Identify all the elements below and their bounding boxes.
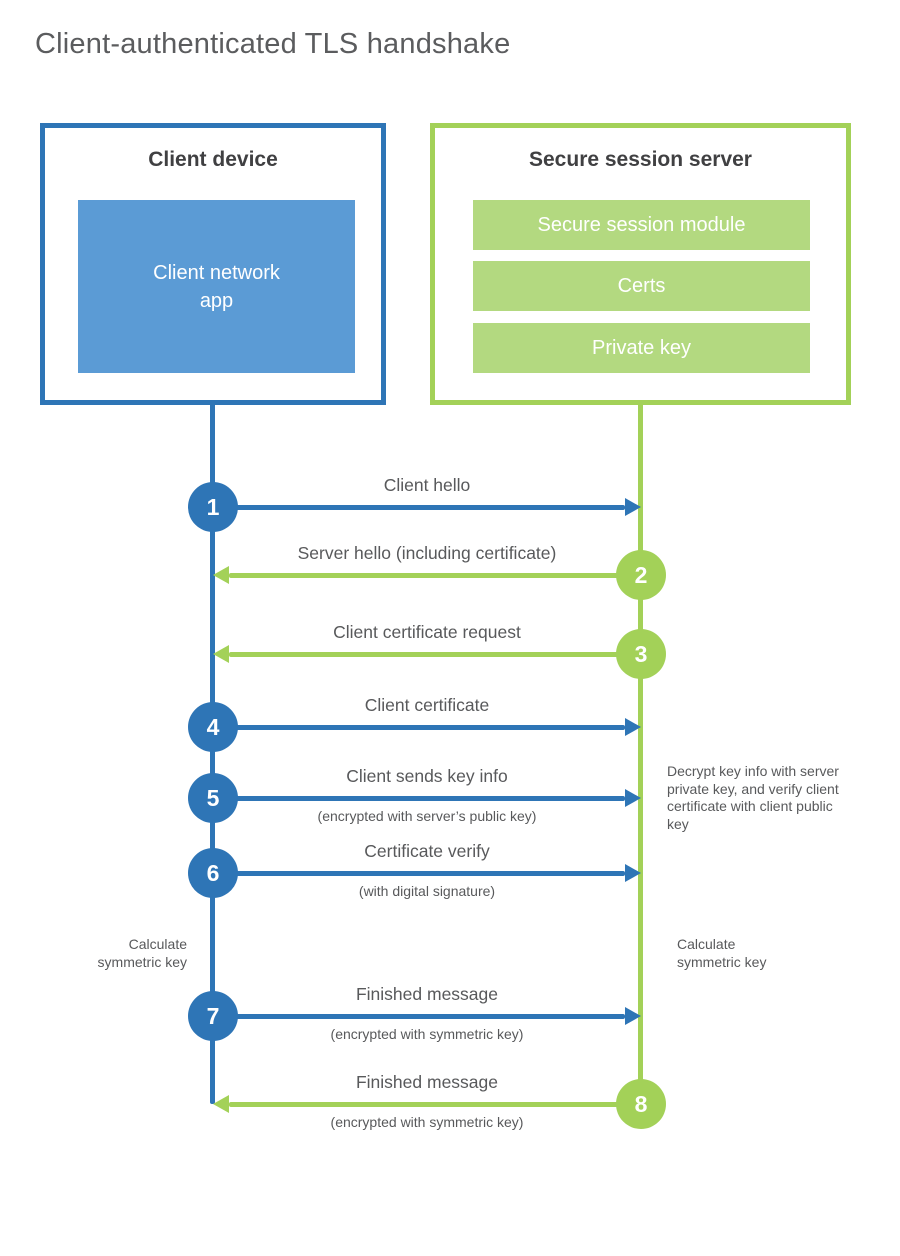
- arrow-line: [213, 871, 625, 876]
- message-sublabel: (with digital signature): [358, 883, 496, 899]
- message-label: Client certificate request: [333, 622, 521, 642]
- step-circle: 3: [616, 629, 666, 679]
- message-sublabel: (encrypted with symmetric key): [330, 1114, 524, 1130]
- arrow-right-icon: [625, 864, 641, 882]
- arrow-line: [213, 796, 625, 801]
- step-circle: 7: [188, 991, 238, 1041]
- step-circle: 1: [188, 482, 238, 532]
- secure-session-server-title: Secure session server: [529, 148, 752, 171]
- step-circle: 2: [616, 550, 666, 600]
- step-circle: 5: [188, 773, 238, 823]
- arrow-right-icon: [625, 718, 641, 736]
- arrow-right-icon: [625, 1007, 641, 1025]
- arrow-line: [229, 652, 641, 657]
- client-network-app-box: Client network app: [78, 200, 355, 373]
- decrypt-note: Decrypt key info with server private key…: [667, 763, 839, 832]
- arrow-left-icon: [213, 1095, 229, 1113]
- client-lifeline: [210, 403, 215, 1104]
- server-certs-bar: Certs: [473, 261, 810, 311]
- message-label: Server hello (including certificate): [297, 543, 557, 563]
- step-circle: 6: [188, 848, 238, 898]
- message-label: Client sends key info: [346, 766, 508, 786]
- calculate-symmetric-key-note-client: Calculate symmetric key: [97, 936, 187, 970]
- arrow-right-icon: [625, 498, 641, 516]
- arrow-line: [229, 573, 641, 578]
- arrow-right-icon: [625, 789, 641, 807]
- message-sublabel: (encrypted with symmetric key): [330, 1026, 524, 1042]
- arrow-line: [213, 725, 625, 730]
- message-label: Client certificate: [364, 695, 490, 715]
- page-title: Client-authenticated TLS handshake: [35, 28, 511, 60]
- client-device-title: Client device: [148, 148, 278, 171]
- step-circle: 4: [188, 702, 238, 752]
- arrow-line: [229, 1102, 641, 1107]
- server-lifeline: [638, 403, 643, 1104]
- message-label: Finished message: [355, 1072, 499, 1092]
- message-label: Certificate verify: [364, 841, 490, 861]
- arrow-left-icon: [213, 645, 229, 663]
- server-private-key-bar: Private key: [473, 323, 810, 373]
- arrow-left-icon: [213, 566, 229, 584]
- calculate-symmetric-key-note-server: Calculate symmetric key: [677, 936, 767, 970]
- server-module-bar: Secure session module: [473, 200, 810, 250]
- step-circle: 8: [616, 1079, 666, 1129]
- arrow-line: [213, 1014, 625, 1019]
- message-label: Finished message: [355, 984, 499, 1004]
- message-label: Client hello: [383, 475, 471, 495]
- message-sublabel: (encrypted with server’s public key): [317, 808, 537, 824]
- arrow-line: [213, 505, 625, 510]
